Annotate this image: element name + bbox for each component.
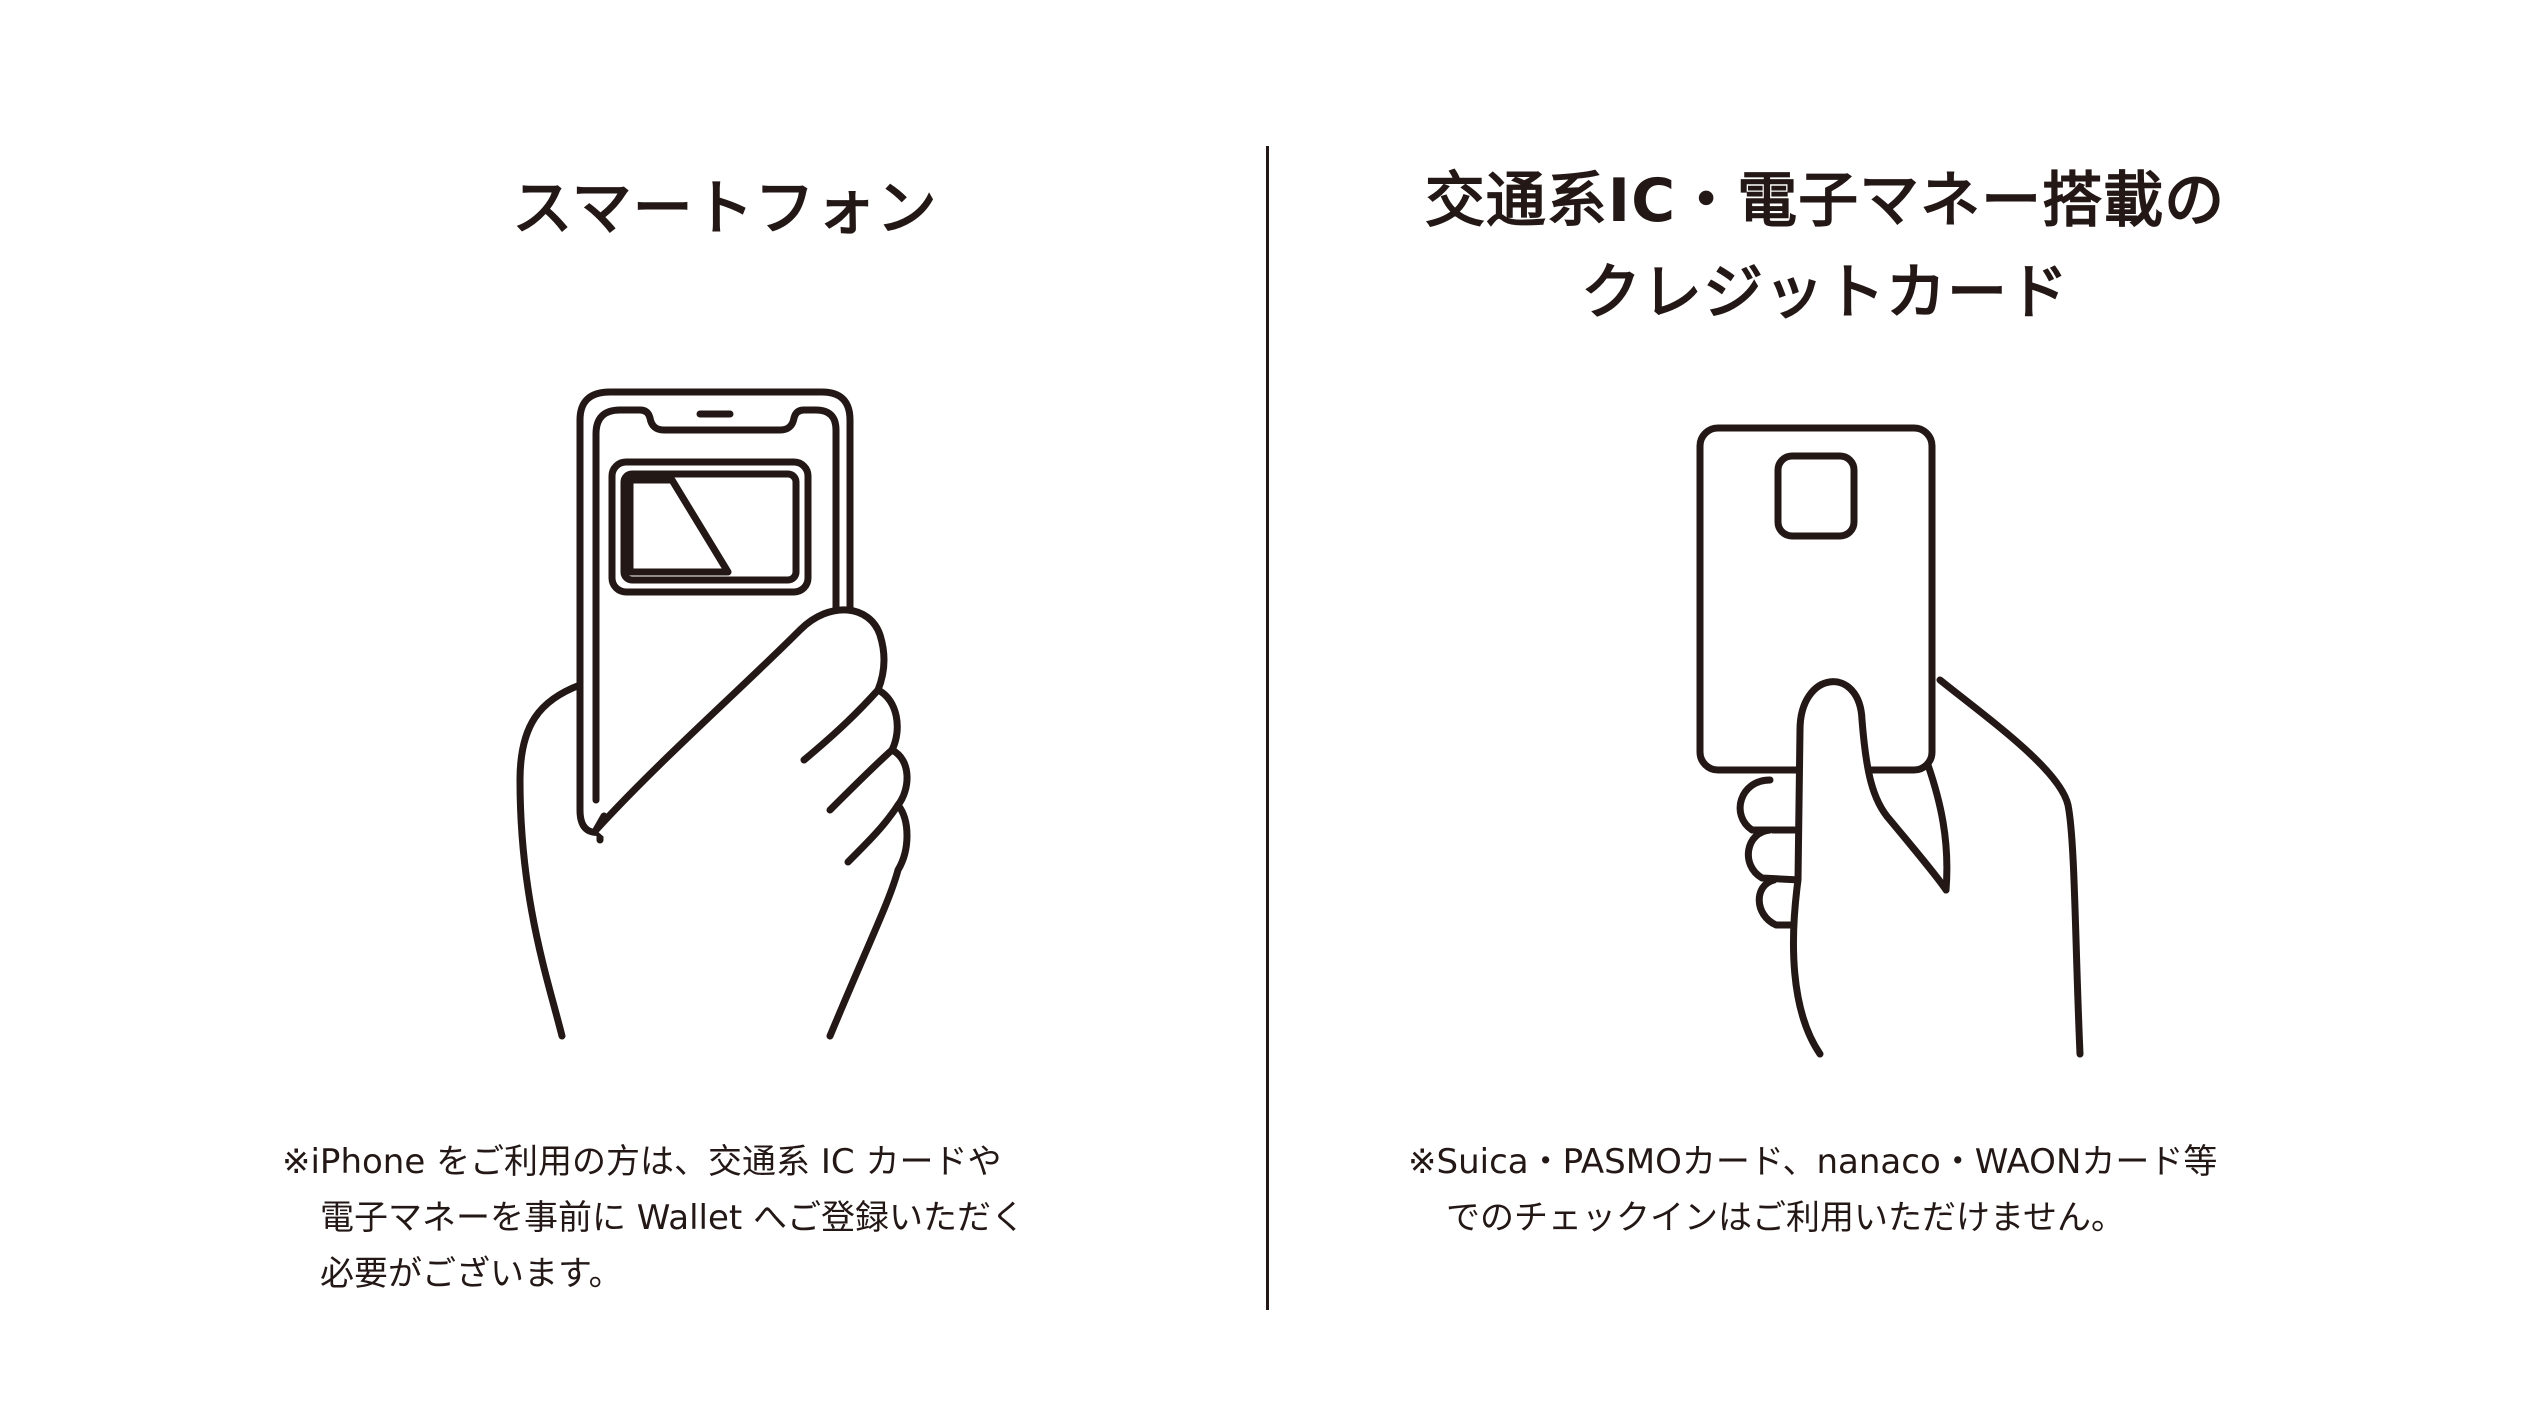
smartphone-note-line-3: 必要がございます。 (320, 1254, 623, 1294)
finger-3 (1755, 876, 1804, 929)
credit-card-title-line-1: 交通系IC・電子マネー搭載の (1424, 166, 2226, 236)
credit-card-title: 交通系IC・電子マネー搭載の クレジットカード (1300, 155, 2350, 339)
credit-card-note-line-2: でのチェックインはご利用いただけません。 (1446, 1198, 2125, 1238)
smartphone-note: ※iPhone をご利用の方は、交通系 IC カードや 電子マネーを事前に Wa… (282, 1134, 1025, 1302)
thumb-outline (1789, 678, 1950, 1058)
smartphone-title-text: スマートフォン (512, 174, 938, 244)
palm-outline (1936, 676, 2084, 1058)
divider (1266, 146, 1269, 1310)
phone-screen-left (592, 406, 624, 804)
thumb-line (592, 812, 608, 834)
smartphone-title: スマートフォン (360, 163, 1090, 255)
palm-edge-1 (1924, 761, 1951, 894)
credit-card-title-line-2: クレジットカード (1581, 258, 2069, 328)
wallet-card-graphic (626, 476, 732, 576)
wallet-card-inner (620, 470, 800, 584)
credit-card-note-line-1: ※Suica・PASMOカード、nanaco・WAONカード等 (1408, 1142, 2218, 1182)
phone-screen (616, 406, 840, 634)
hand-holding-smartphone-icon (516, 388, 911, 1040)
finger-2 (1744, 826, 1804, 884)
finger-line-2 (826, 746, 896, 814)
finger-line-3 (844, 801, 902, 866)
credit-card-note: ※Suica・PASMOカード、nanaco・WAONカード等 でのチェックイン… (1408, 1134, 2217, 1246)
card-chip (1774, 452, 1858, 540)
hand-holding-card-icon (1696, 424, 2084, 1058)
finger-line-1 (800, 686, 882, 764)
right-hand-outline (592, 606, 911, 1040)
left-hand-outline (516, 681, 604, 1040)
smartphone-note-line-1: ※iPhone をご利用の方は、交通系 IC カードや (282, 1142, 1002, 1182)
finger-1 (1736, 776, 1804, 834)
wallet-card-outer (608, 458, 812, 596)
smartphone-note-line-2: 電子マネーを事前に Wallet へご登録いただく (320, 1198, 1026, 1238)
